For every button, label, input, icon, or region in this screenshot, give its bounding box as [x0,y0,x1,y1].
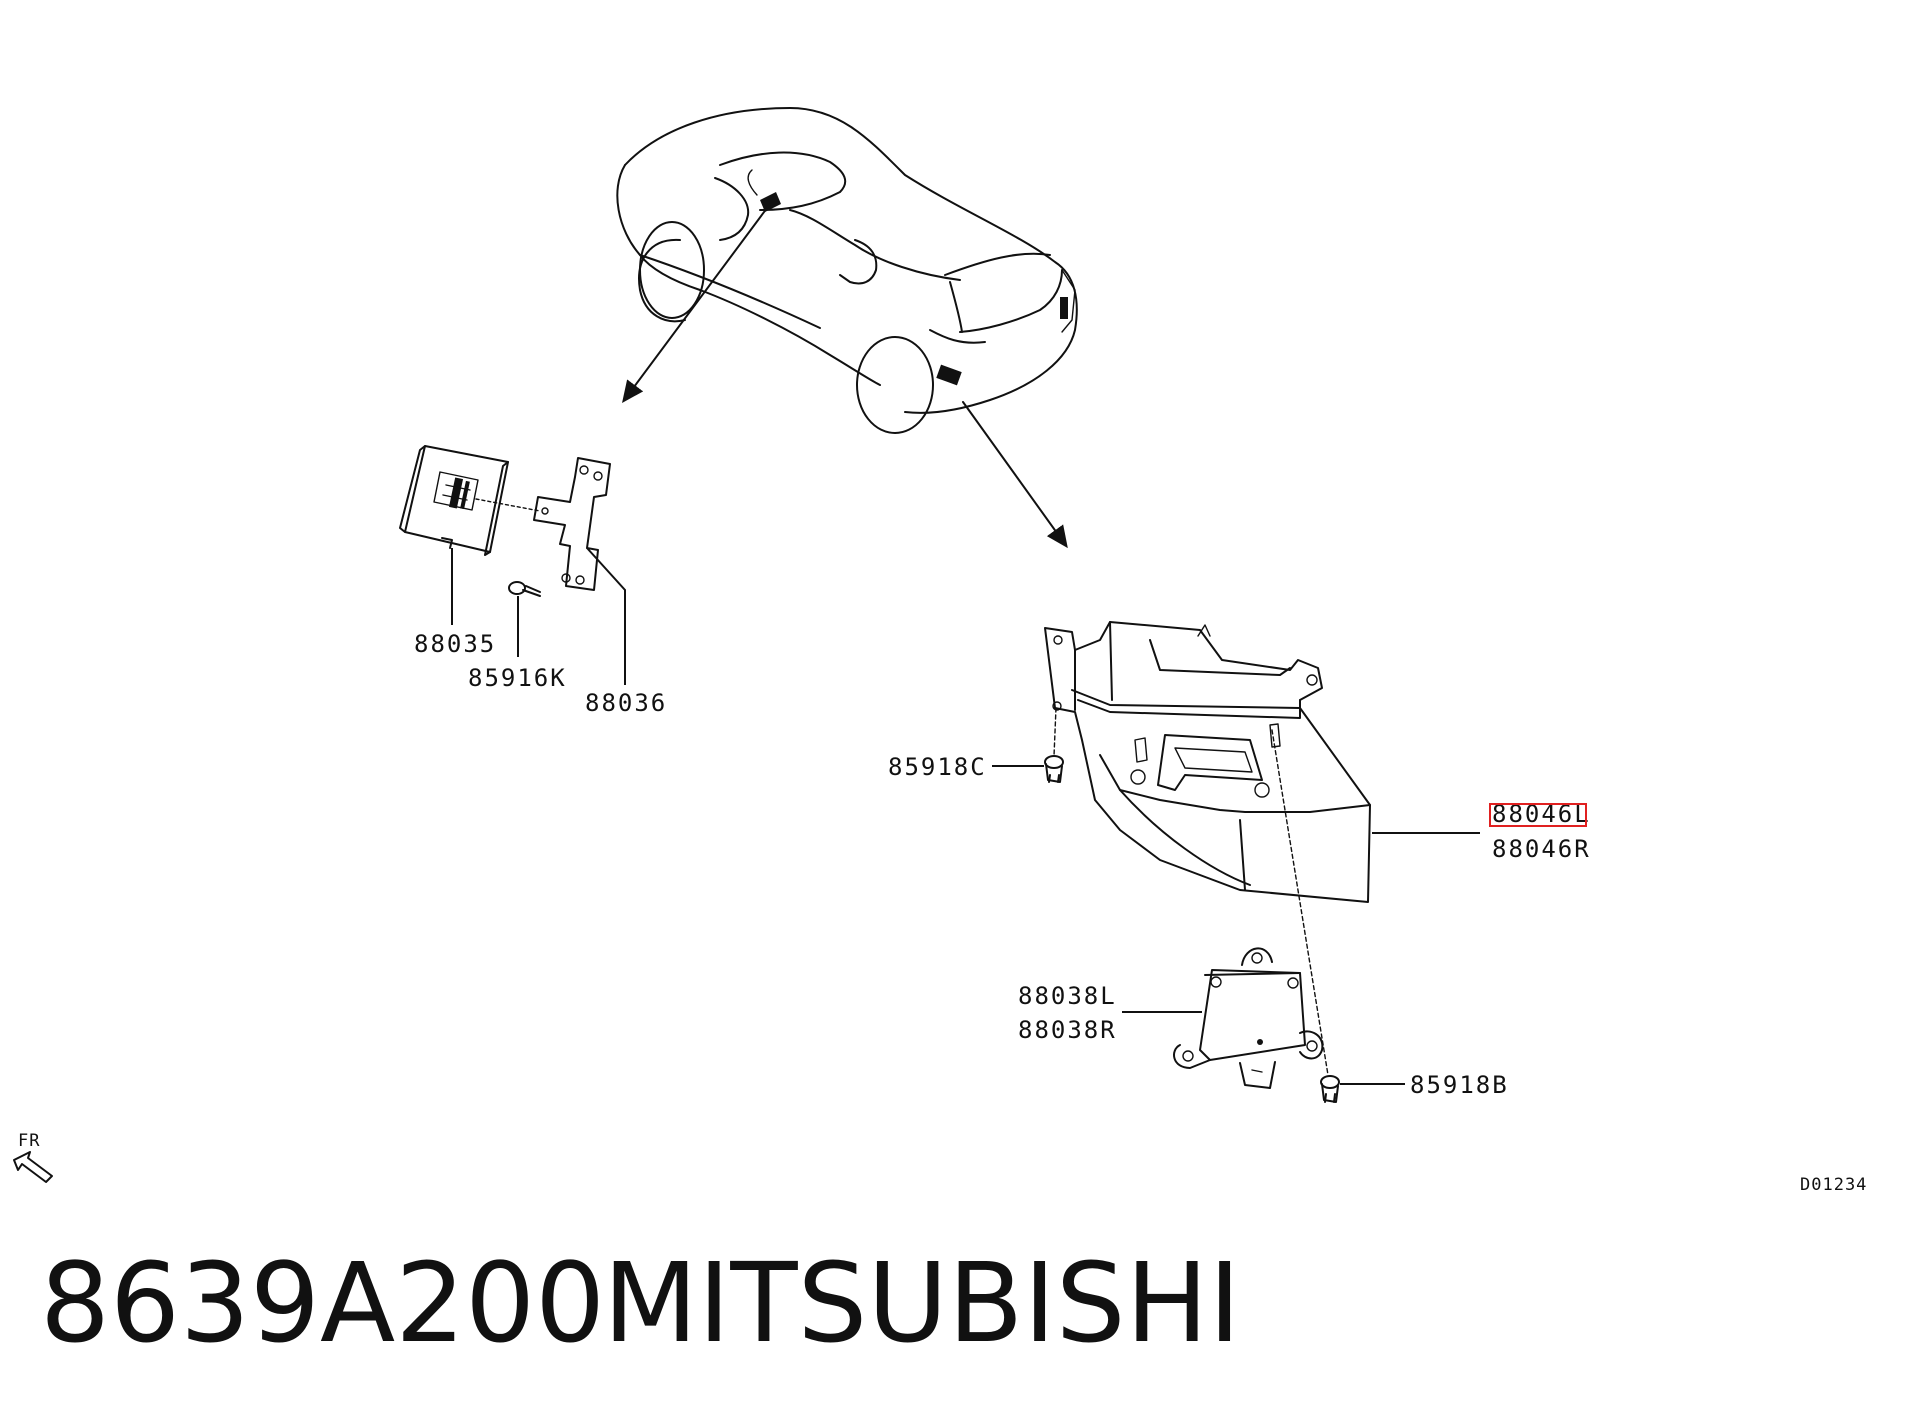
front-marker-label: FR [18,1131,40,1151]
sensor-88038 [1173,947,1324,1089]
part-number-title: 8639A200 [40,1239,606,1367]
label-88046R: 88046R [1492,835,1591,863]
drawing-code: D01234 [1800,1175,1867,1195]
bolt-85918C [1044,755,1064,783]
label-85916K: 85916K [468,664,567,692]
callout-arrow-right [962,401,1068,549]
control-unit-88035 [399,445,509,556]
label-85918C: 85918C [888,753,987,781]
assembly-line-unit-bracket [475,498,541,512]
label-88035: 88035 [414,630,496,658]
assembly-line-85918B [1271,729,1329,1076]
bracket-88046 [1044,621,1371,903]
bracket-88036 [533,457,611,591]
front-arrow-icon [13,1151,53,1183]
brand-name-title: MITSUBISHI [603,1239,1241,1367]
vehicle-illustration [616,107,1078,434]
assembly-line-85918C [1053,707,1057,757]
label-88038L: 88038L [1018,982,1117,1010]
front-direction-marker: FR [13,1131,53,1183]
highlight-88046L [1489,803,1587,827]
callout-arrow-left [622,203,771,404]
label-85918B: 85918B [1410,1071,1509,1099]
screw-85916K [508,581,541,597]
label-88036: 88036 [585,689,667,717]
label-88038R: 88038R [1018,1016,1117,1044]
leader-88036 [586,547,626,685]
bolt-85918B [1320,1075,1340,1103]
